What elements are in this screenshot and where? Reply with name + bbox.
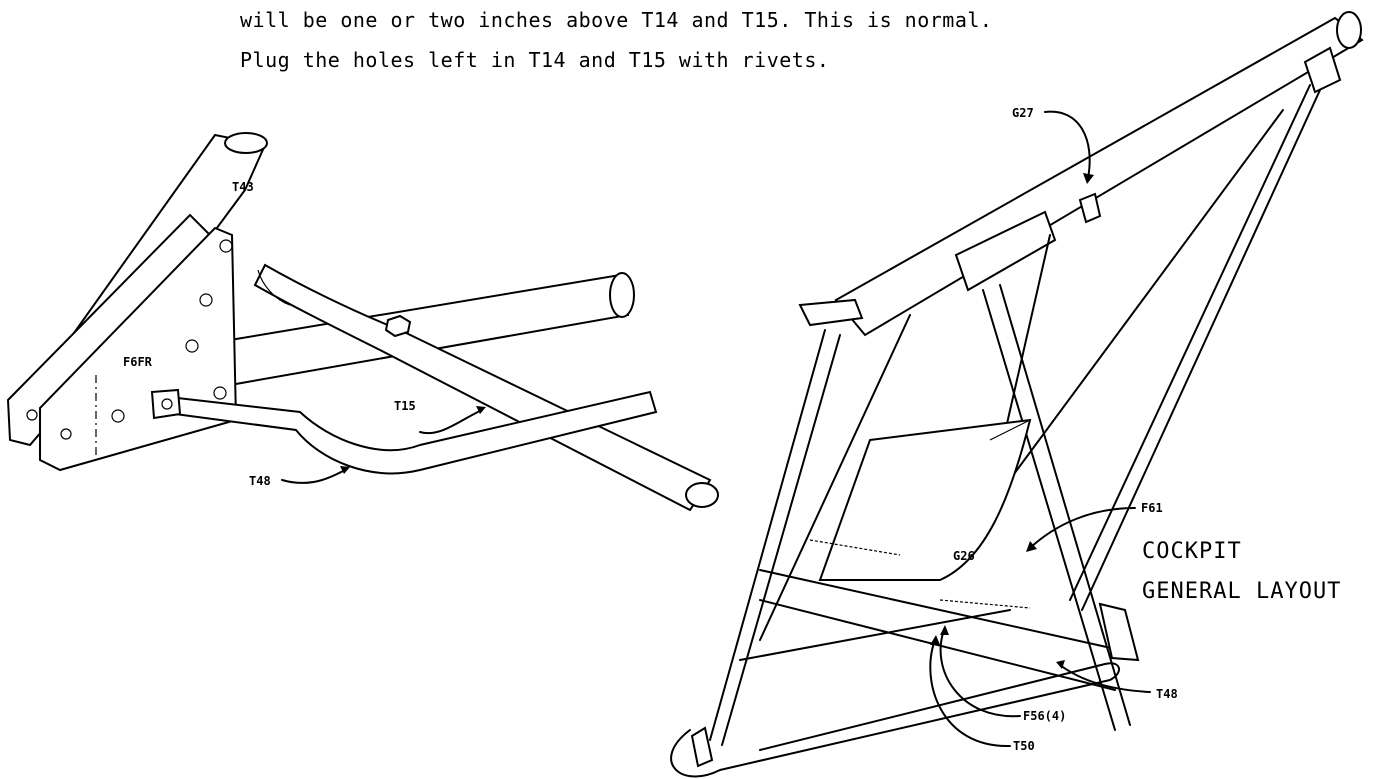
f61-leader [1029, 507, 1136, 549]
g27-keel-tube [834, 16, 1364, 337]
left-assembly-figure: T43 F6FR T15 T48 [6, 132, 719, 512]
label-f56: F56(4) [1023, 709, 1066, 723]
t15-leader [419, 409, 483, 435]
t50-leader [929, 639, 1011, 748]
g26-seat [818, 418, 1032, 581]
label-g27: G27 [1012, 106, 1034, 120]
t48-leader-right [1059, 664, 1151, 693]
instruction-line-1: will be one or two inches above T14 and … [240, 8, 993, 32]
label-g26: G26 [953, 549, 975, 563]
cockpit-title-line-1: COCKPIT [1142, 539, 1242, 564]
t48-leader-left [281, 469, 346, 484]
cockpit-title-line-2: GENERAL LAYOUT [1142, 579, 1341, 604]
g27-bracket [954, 210, 1057, 292]
f56-leader [939, 629, 1021, 718]
label-f6fr: F6FR [123, 355, 153, 369]
label-t50: T50 [1013, 739, 1035, 753]
base-frame [670, 662, 1120, 778]
t48-tube [159, 390, 658, 475]
cockpit-figure: G27 F61 G26 T48 F56(4) T50 COCKPIT GENER… [670, 11, 1364, 778]
label-t48-left: T48 [249, 474, 271, 488]
t43-tube-end [224, 132, 268, 154]
label-t43: T43 [232, 180, 254, 194]
instruction-line-2: Plug the holes left in T14 and T15 with … [240, 48, 830, 72]
label-t15: T15 [394, 399, 416, 413]
g27-leader [1044, 110, 1091, 179]
label-f61: F61 [1141, 501, 1163, 515]
label-t48-right: T48 [1156, 687, 1178, 701]
